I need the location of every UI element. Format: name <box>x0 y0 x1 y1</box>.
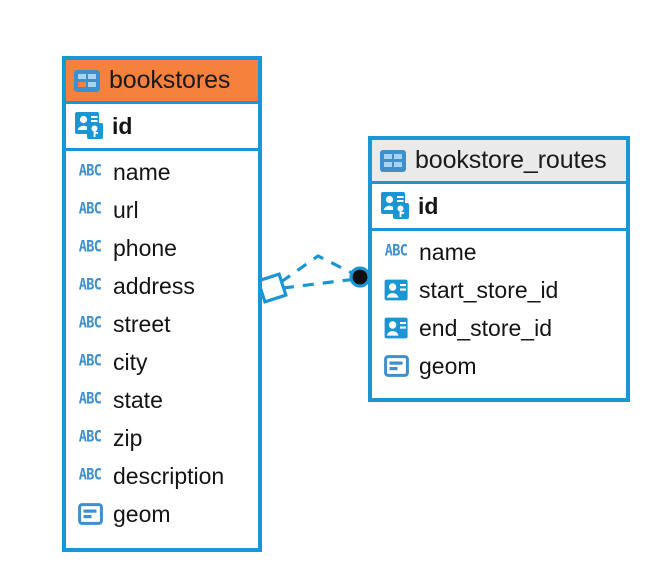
field-row[interactable]: ABC street <box>66 305 258 343</box>
field-row[interactable]: start_store_id <box>372 271 626 309</box>
primary-key-icon <box>75 112 104 140</box>
field-label: zip <box>113 424 143 451</box>
field-label: geom <box>113 500 171 527</box>
field-row[interactable]: id <box>66 104 258 148</box>
field-row[interactable]: id <box>372 184 626 228</box>
entity-bookstore-routes[interactable]: bookstore_routes <box>368 136 630 402</box>
entity-bookstores-header[interactable]: bookstores <box>66 60 258 104</box>
field-row[interactable]: ABC zip <box>66 419 258 457</box>
entity-bookstores-title: bookstores <box>109 66 231 94</box>
primary-key-icon <box>381 192 410 220</box>
abc-text-icon: ABC <box>78 427 102 447</box>
geometry-icon <box>381 355 411 377</box>
entity-bookstore-routes-header[interactable]: bookstore_routes <box>372 140 626 184</box>
field-row[interactable]: ABC name <box>372 233 626 271</box>
abc-text-icon: ABC <box>78 161 102 181</box>
abc-text-icon: ABC <box>78 313 102 333</box>
entity-bookstores-fields: ABC name ABC url ABC phone ABC address A… <box>66 151 258 537</box>
field-label: name <box>419 238 477 265</box>
field-label: end_store_id <box>419 314 552 341</box>
abc-text-icon: ABC <box>78 351 102 371</box>
entity-bookstores[interactable]: bookstores id <box>62 56 262 552</box>
field-label: geom <box>419 352 477 379</box>
foreign-key-icon <box>381 279 411 301</box>
field-row[interactable]: ABC city <box>66 343 258 381</box>
field-label: id <box>112 112 133 139</box>
field-label: phone <box>113 234 177 261</box>
abc-text-icon: ABC <box>78 389 102 409</box>
abc-text-icon: ABC <box>78 237 102 257</box>
field-label: city <box>113 348 148 375</box>
entity-bookstore-routes-primary-keys: id <box>372 184 626 231</box>
abc-text-icon: ABC <box>78 465 102 485</box>
field-label: state <box>113 386 163 413</box>
abc-text-icon: ABC <box>78 275 102 295</box>
field-row[interactable]: ABC description <box>66 457 258 495</box>
table-icon <box>74 69 100 92</box>
field-label: start_store_id <box>419 276 559 303</box>
field-label: address <box>113 272 195 299</box>
relationship-line-upper <box>280 254 357 284</box>
field-label: name <box>113 158 171 185</box>
entity-bookstore-routes-fields: ABC name start_store_id <box>372 231 626 389</box>
field-row[interactable]: ABC url <box>66 191 258 229</box>
entity-bookstores-primary-keys: id <box>66 104 258 151</box>
field-label: url <box>113 196 139 223</box>
abc-text-icon: ABC <box>78 199 102 219</box>
foreign-key-icon <box>381 317 411 339</box>
field-row[interactable]: ABC name <box>66 153 258 191</box>
field-row[interactable]: ABC state <box>66 381 258 419</box>
geometry-icon <box>75 503 105 525</box>
relationship-source-endpoint <box>256 272 288 304</box>
field-row[interactable]: ABC phone <box>66 229 258 267</box>
table-icon <box>380 149 406 172</box>
field-label: description <box>113 462 225 489</box>
field-row[interactable]: geom <box>66 495 258 533</box>
field-row[interactable]: geom <box>372 347 626 385</box>
field-label: street <box>113 310 171 337</box>
relationship-line-lower <box>282 277 357 290</box>
relationship-target-endpoint <box>349 266 371 288</box>
abc-text-icon: ABC <box>384 241 408 261</box>
entity-bookstore-routes-title: bookstore_routes <box>415 146 607 174</box>
field-row[interactable]: ABC address <box>66 267 258 305</box>
field-row[interactable]: end_store_id <box>372 309 626 347</box>
field-label: id <box>418 192 439 219</box>
